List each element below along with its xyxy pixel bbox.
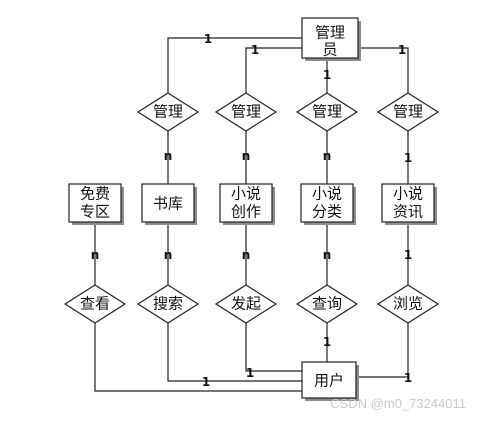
relation-initiate-label: 发起 — [231, 295, 261, 313]
relation-view: 查看 — [63, 284, 127, 324]
relation-manage-2-label: 管理 — [231, 103, 261, 121]
relation-browse-label: 浏览 — [393, 295, 423, 313]
entity-admin: 管理 员 — [301, 17, 361, 61]
entity-novel-category: 小说 分类 — [300, 183, 356, 225]
cardinality-manage4-news: 1 — [404, 151, 412, 165]
line-admin-manage-2 — [245, 47, 302, 93]
line-search-user — [167, 323, 302, 382]
line-browse-user — [356, 323, 409, 378]
relation-manage-3: 管理 — [295, 92, 359, 132]
entity-free-zone-label-1: 免费 — [80, 185, 110, 203]
relation-manage-1: 管理 — [136, 92, 200, 132]
cardinality-news-browse: 1 — [404, 248, 412, 262]
entity-novel-news: 小说 资讯 — [381, 183, 437, 225]
entity-novel-creation: 小说 创作 — [219, 183, 275, 225]
line-initiate-user — [245, 323, 302, 372]
entity-novel-news-label-1: 小说 — [393, 185, 423, 203]
cardinality-library-search: n — [164, 248, 173, 262]
cardinality-creation-initiate: n — [242, 248, 251, 262]
cardinality-manage2-creation: n — [242, 149, 251, 163]
entity-novel-category-label-2: 分类 — [312, 203, 342, 221]
entity-novel-creation-label-1: 小说 — [231, 185, 261, 203]
entity-library: 书库 — [141, 183, 197, 225]
cardinality-admin-manage1: 1 — [204, 32, 212, 46]
cardinality-category-query: n — [323, 248, 332, 262]
entity-library-label: 书库 — [153, 195, 183, 213]
relation-browse: 浏览 — [376, 284, 440, 324]
relation-search: 搜索 — [136, 284, 200, 324]
entity-novel-category-label-1: 小说 — [312, 185, 342, 203]
line-view-user — [94, 323, 302, 392]
cardinality-manage1-library: n — [164, 149, 173, 163]
relation-manage-2: 管理 — [214, 92, 278, 132]
cardinality-query-user: 1 — [323, 335, 331, 349]
entity-free-zone: 免费 专区 — [68, 183, 124, 225]
cardinality-manage3-category: n — [323, 149, 332, 163]
relation-view-label: 查看 — [80, 295, 110, 313]
entity-user: 用户 — [301, 361, 359, 401]
cardinality-free-view: n — [91, 248, 100, 262]
relation-query: 查询 — [295, 284, 359, 324]
csdn-watermark: CSDN @m0_73244011 — [330, 396, 466, 411]
cardinality-admin-manage4: 1 — [398, 43, 406, 57]
relation-search-label: 搜索 — [153, 295, 183, 313]
line-admin-manage-1 — [167, 37, 302, 93]
relation-query-label: 查询 — [312, 295, 342, 313]
cardinality-labels: 1 1 1 1 n n n 1 n n n n 1 1 1 1 1 — [91, 32, 412, 389]
entity-admin-label-2: 员 — [322, 41, 337, 59]
relation-manage-1-label: 管理 — [153, 103, 183, 121]
entity-user-label: 用户 — [314, 372, 344, 390]
cardinality-admin-manage2: 1 — [251, 43, 259, 57]
cardinality-user-left-a: 1 — [246, 366, 254, 380]
cardinality-admin-manage3: 1 — [323, 68, 331, 82]
entity-admin-label-1: 管理 — [315, 24, 345, 42]
cardinality-user-right: 1 — [404, 371, 412, 385]
relation-manage-3-label: 管理 — [312, 103, 342, 121]
cardinality-user-left-b: 1 — [202, 375, 210, 389]
relation-initiate: 发起 — [214, 284, 278, 324]
entity-novel-creation-label-2: 创作 — [231, 203, 261, 221]
relation-manage-4-label: 管理 — [393, 103, 423, 121]
entity-novel-news-label-2: 资讯 — [393, 203, 423, 221]
connector-lines — [94, 37, 409, 392]
relation-manage-4: 管理 — [376, 92, 440, 132]
entity-free-zone-label-2: 专区 — [80, 203, 110, 221]
line-admin-manage-4 — [358, 47, 409, 93]
